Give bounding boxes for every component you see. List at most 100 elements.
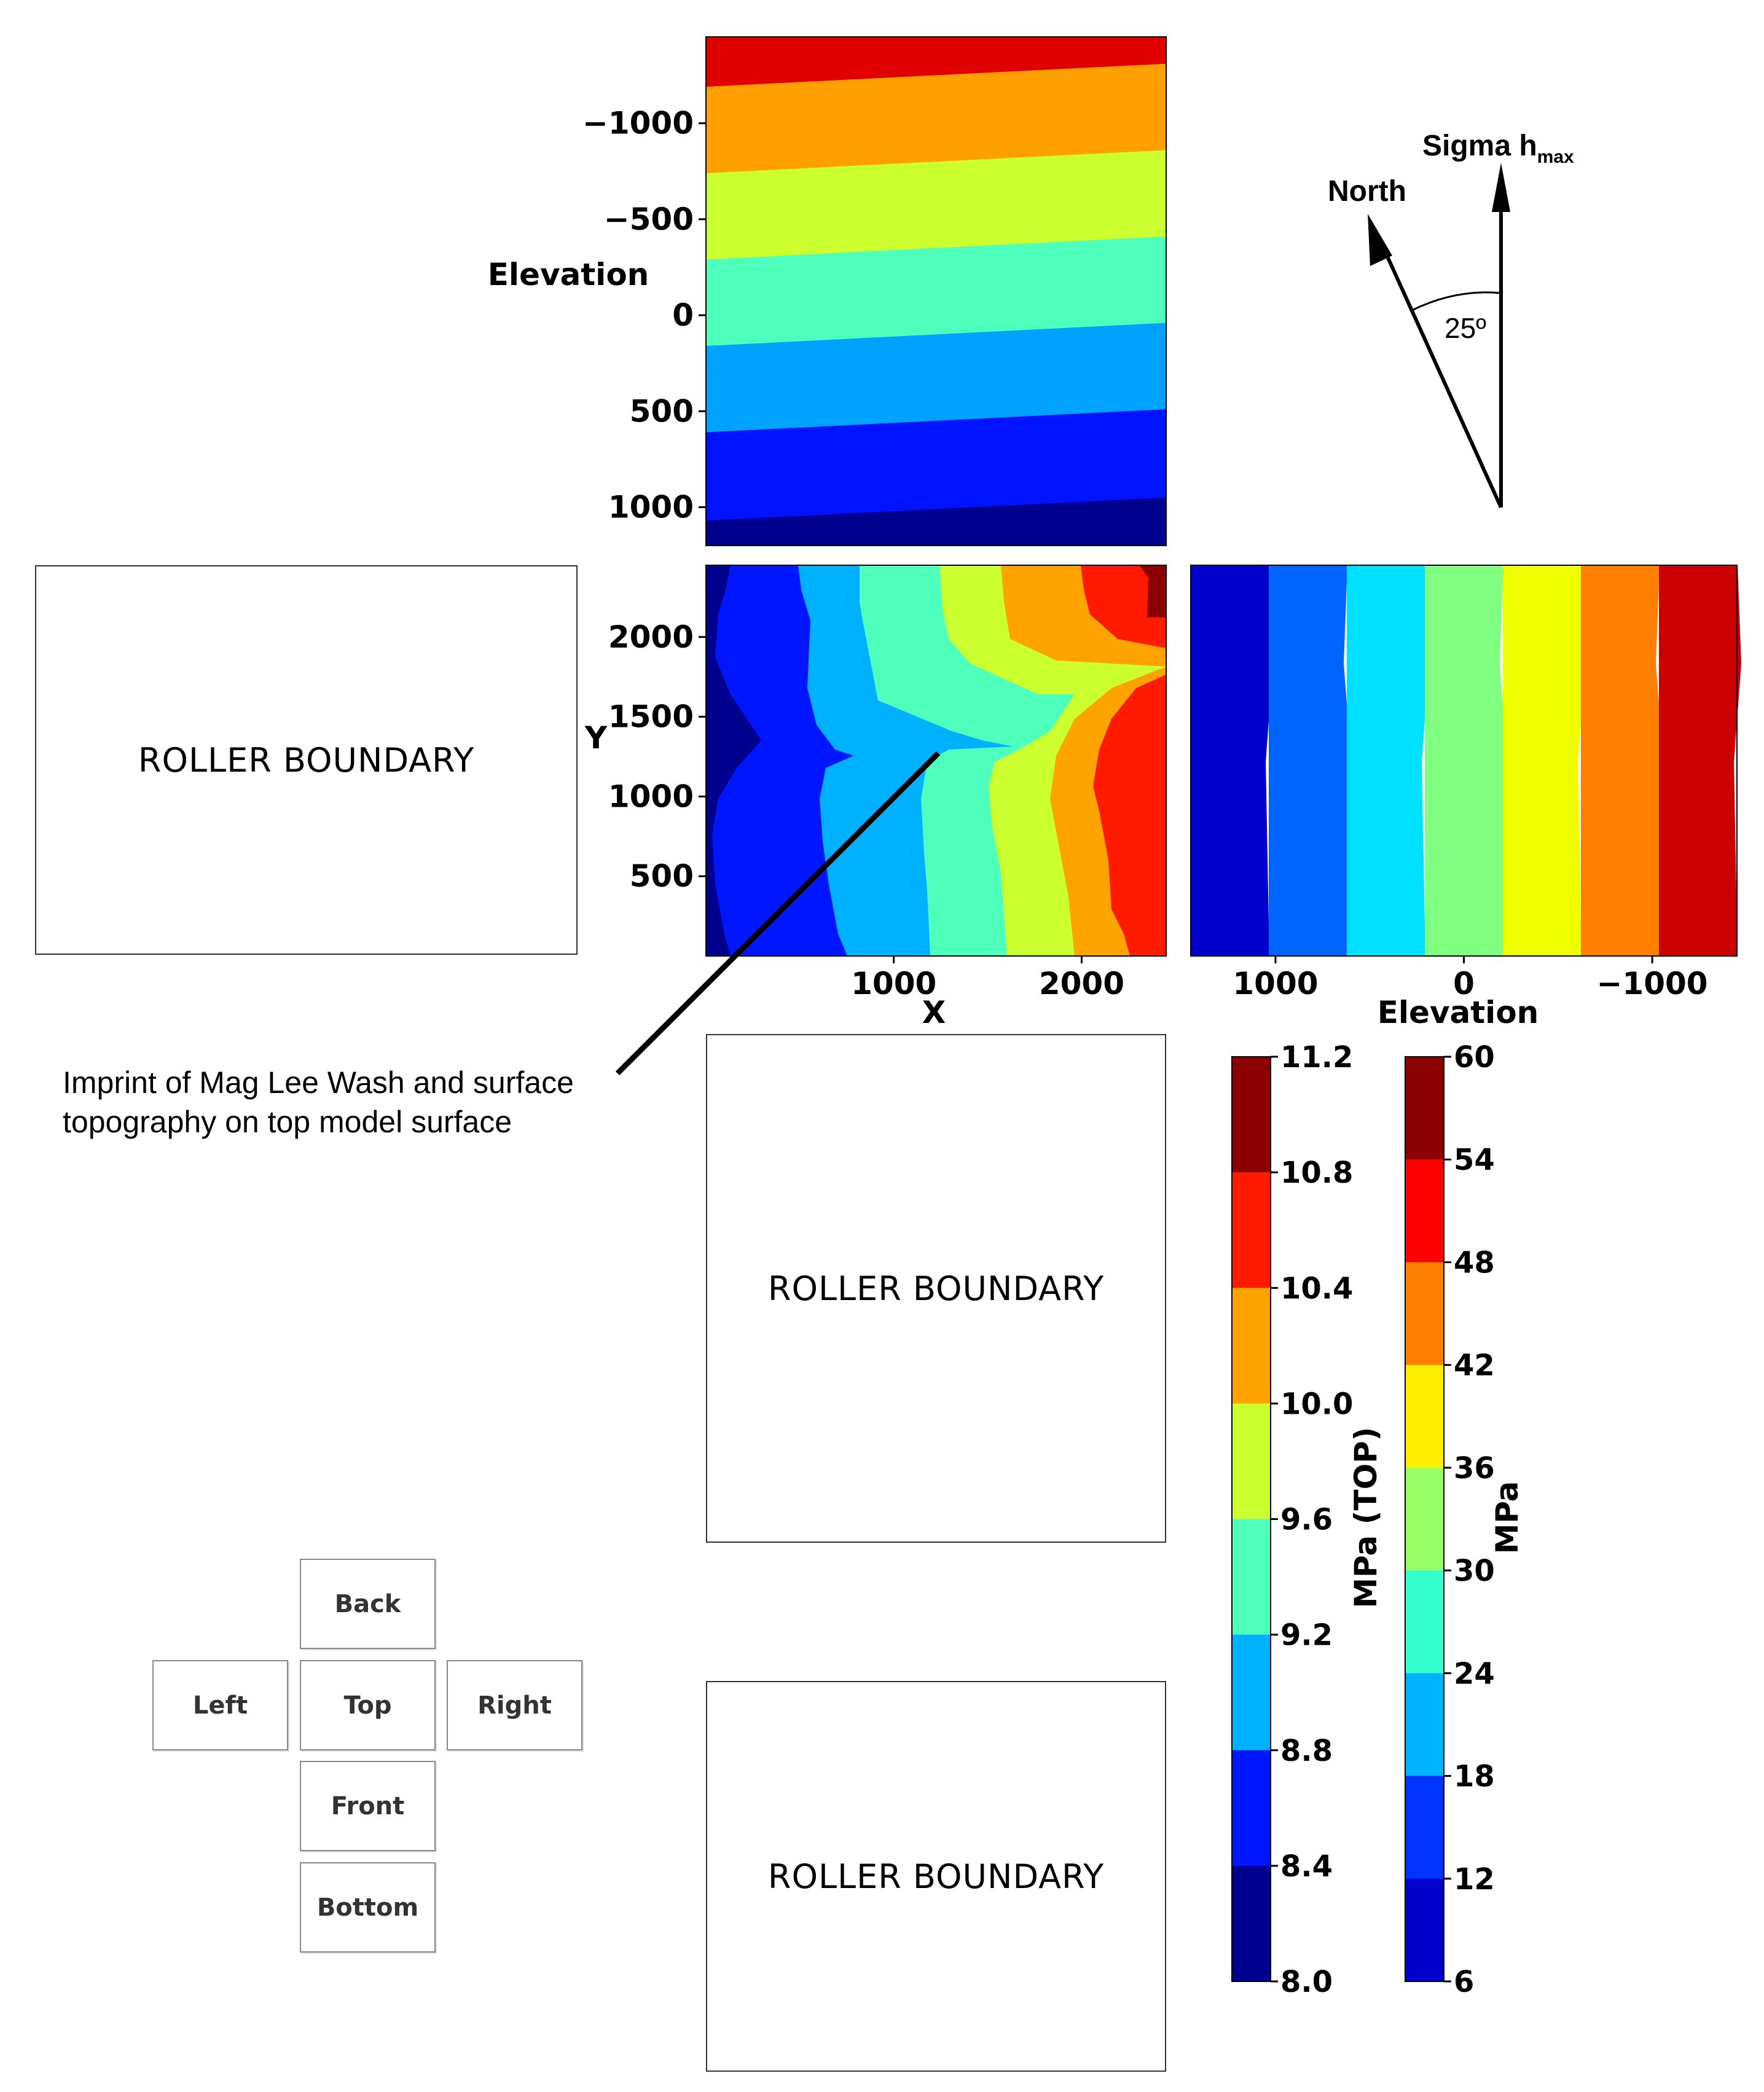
roller-boundary-label: ROLLER BOUNDARY xyxy=(767,1857,1105,1896)
view-back-label: Back xyxy=(334,1589,401,1618)
view-back-button[interactable]: Back xyxy=(300,1559,436,1649)
ytick-label: 1500 xyxy=(608,699,694,735)
sigma-arrow-head xyxy=(1492,163,1510,212)
ytick-label: 1000 xyxy=(608,778,694,814)
ytick-label: −1000 xyxy=(582,106,694,141)
colorbar-tick-label: 10.4 xyxy=(1280,1271,1353,1306)
view-front-label: Front xyxy=(331,1792,405,1820)
contour-band xyxy=(1347,565,1429,956)
side-elevation-panel: 1000 0 −1000 xyxy=(1190,565,1741,1001)
colorbar-tick-label: 54 xyxy=(1454,1143,1495,1177)
colorbar-label-mpa: MPa xyxy=(1489,1481,1525,1554)
band-blue xyxy=(706,565,853,956)
colorbar-tick-label: 9.2 xyxy=(1280,1618,1333,1653)
roller-boundary-middle: ROLLER BOUNDARY xyxy=(706,1034,1166,1543)
ytick-label: 500 xyxy=(630,393,694,429)
north-label: North xyxy=(1328,175,1406,208)
colorbar-segment xyxy=(1232,1403,1271,1520)
ylabel-y: Y xyxy=(584,720,608,756)
sigma-label: Sigma hmax xyxy=(1422,130,1574,167)
colorbar-mpa: 60 54 48 42 36 30 24 18 12 6 xyxy=(1405,1040,1495,1999)
sigma-label-sub: max xyxy=(1537,147,1574,167)
colorbar-segment xyxy=(1232,1057,1271,1173)
colorbar-tick-label: 48 xyxy=(1454,1245,1495,1280)
colorbar-tick-label: 24 xyxy=(1454,1656,1495,1691)
ytick-label: −500 xyxy=(604,202,694,237)
annotation-leader-line xyxy=(615,751,941,1076)
colorbar-tick-label: 36 xyxy=(1454,1451,1495,1486)
colorbar-segment xyxy=(1232,1750,1271,1867)
colorbar-segment xyxy=(1405,1467,1444,1572)
xlabel-elevation-side: Elevation xyxy=(1378,995,1539,1030)
colorbar-tick-label: 8.4 xyxy=(1280,1849,1333,1884)
colorbar-tick-label: 9.6 xyxy=(1280,1503,1333,1537)
roller-boundary-label: ROLLER BOUNDARY xyxy=(138,740,475,780)
colorbar-segment xyxy=(1405,1673,1444,1777)
contour-band xyxy=(1191,565,1273,956)
colorbar-segment xyxy=(1232,1172,1271,1289)
xtick-label: 1000 xyxy=(1233,966,1318,1001)
colorbar-tick-label: 11.2 xyxy=(1280,1040,1353,1075)
colorbar-segment xyxy=(1405,1159,1444,1263)
annotation-line-1: Imprint of Mag Lee Wash and surface xyxy=(63,1065,574,1100)
view-right-button[interactable]: Right xyxy=(447,1660,582,1750)
ylabel-elevation-top: Elevation xyxy=(488,257,649,292)
plot-frame xyxy=(705,565,1167,957)
roller-boundary-left: ROLLER BOUNDARY xyxy=(35,565,578,955)
roller-boundary-bottom: ROLLER BOUNDARY xyxy=(706,1681,1166,2072)
xlabel-x: X xyxy=(922,995,946,1030)
annotation-text: Imprint of Mag Lee Wash and surface topo… xyxy=(63,1063,665,1142)
top-view-panel: 1000 2000 2000 1500 1000 500 xyxy=(608,565,1167,1001)
ytick-label: 1000 xyxy=(608,490,694,525)
ytick-label: 0 xyxy=(672,297,694,333)
top-elevation-panel: −1000 −500 0 500 1000 xyxy=(582,36,1167,546)
band-darkblue xyxy=(706,565,761,956)
contour-band xyxy=(1659,565,1741,956)
colorbar-tick-label: 60 xyxy=(1454,1040,1495,1075)
sigma-label-main: Sigma h xyxy=(1422,130,1537,162)
colorbar-segment xyxy=(1232,1634,1271,1751)
contour-band xyxy=(1503,565,1585,956)
colorbar-tick-label: 18 xyxy=(1454,1760,1495,1794)
colorbar-segment xyxy=(1405,1878,1444,1982)
colorbar-tick-label: 12 xyxy=(1454,1862,1495,1897)
view-left-label: Left xyxy=(192,1691,248,1720)
roller-boundary-label: ROLLER BOUNDARY xyxy=(767,1269,1105,1308)
contour-band xyxy=(1581,565,1663,956)
colorbar-frame xyxy=(1405,1056,1445,1982)
view-front-button[interactable]: Front xyxy=(300,1761,436,1851)
colorbar-tick-label: 30 xyxy=(1454,1554,1495,1588)
colorbar-tick-label: 6 xyxy=(1454,1965,1474,1999)
colorbar-segment xyxy=(1405,1057,1444,1161)
xtick-label: 0 xyxy=(1453,966,1475,1001)
view-top-button[interactable]: Top xyxy=(300,1660,436,1750)
xtick-label: 2000 xyxy=(1039,966,1124,1001)
colorbar-segment xyxy=(1405,1570,1444,1674)
colorbar-segment xyxy=(1232,1288,1271,1404)
ytick-label: 500 xyxy=(630,858,694,894)
annotation-line-2: topography on top model surface xyxy=(63,1105,512,1139)
north-arrow-shaft xyxy=(1384,253,1503,509)
xtick-label: 1000 xyxy=(851,966,936,1001)
angle-arc xyxy=(1411,291,1502,311)
colorbar-tick-label: 42 xyxy=(1454,1349,1495,1383)
xtick-label: −1000 xyxy=(1597,966,1708,1001)
contour-band xyxy=(706,497,1166,546)
contour-band xyxy=(1425,565,1507,956)
view-bottom-label: Bottom xyxy=(316,1893,419,1922)
north-arrow-head xyxy=(1368,214,1392,266)
colorbar-tick-label: 10.0 xyxy=(1280,1387,1353,1421)
view-left-button[interactable]: Left xyxy=(152,1660,288,1750)
view-top-label: Top xyxy=(343,1691,392,1720)
colorbar-segment xyxy=(1232,1519,1271,1636)
plot-frame xyxy=(705,36,1167,546)
colorbar-tick-label: 8.8 xyxy=(1280,1734,1333,1768)
colorbar-mpa-top: 11.210.810.410.09.69.28.88.48.0 xyxy=(1231,1040,1353,1999)
view-right-label: Right xyxy=(477,1691,552,1720)
view-bottom-button[interactable]: Bottom xyxy=(300,1862,436,1953)
colorbar-label-mpa-top: MPa (TOP) xyxy=(1348,1427,1384,1608)
colorbar-tick-label: 10.8 xyxy=(1280,1156,1353,1190)
contour-band xyxy=(1269,565,1351,956)
ytick-label: 2000 xyxy=(608,619,694,655)
